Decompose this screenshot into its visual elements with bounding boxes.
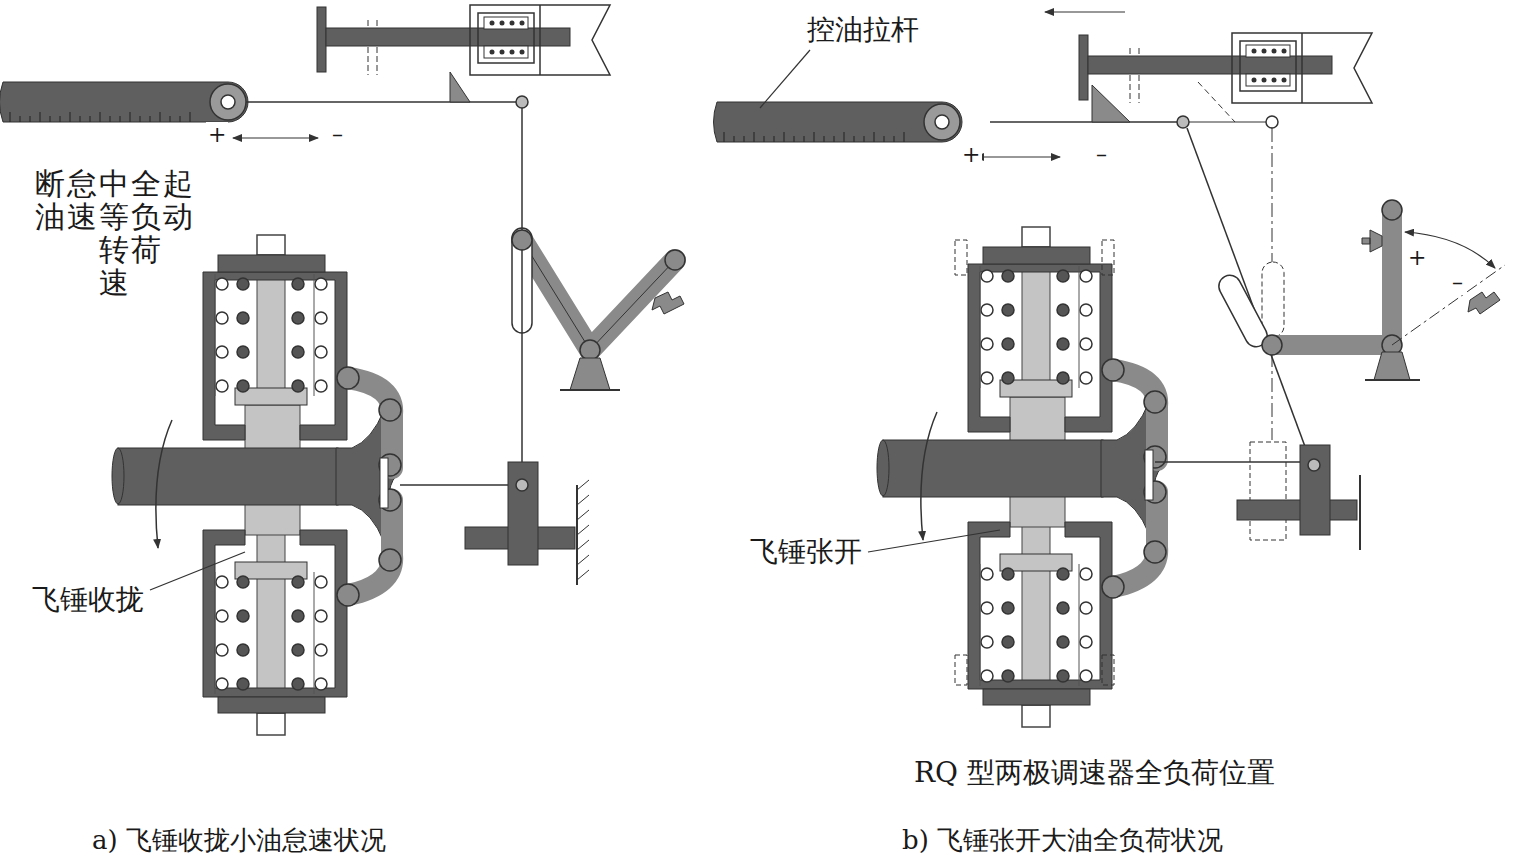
direction-sign: +: [1406, 245, 1428, 270]
direction-sign: +: [960, 142, 982, 167]
figure-caption: b) 飞锤张开大油全负荷状况: [900, 826, 1225, 856]
figure-caption: a) 飞锤收拢小油怠速状况: [90, 826, 388, 856]
mode-label: 全负荷: [131, 167, 161, 266]
direction-sign: –: [1450, 270, 1465, 295]
mode-label: 怠速: [67, 167, 97, 233]
figure-subtitle: RQ 型两极调速器全负荷位置: [912, 757, 1277, 789]
direction-sign: +: [206, 122, 228, 147]
part-label: 飞锤张开: [748, 536, 864, 568]
part-label: 控油拉杆: [805, 14, 921, 46]
direction-sign: –: [330, 122, 345, 147]
direction-sign: –: [1094, 142, 1109, 167]
mode-label: 中等转速: [99, 167, 129, 299]
mode-label: 起动: [163, 167, 193, 233]
mode-label: 断油: [35, 167, 65, 233]
part-label: 飞锤收拢: [30, 584, 146, 616]
